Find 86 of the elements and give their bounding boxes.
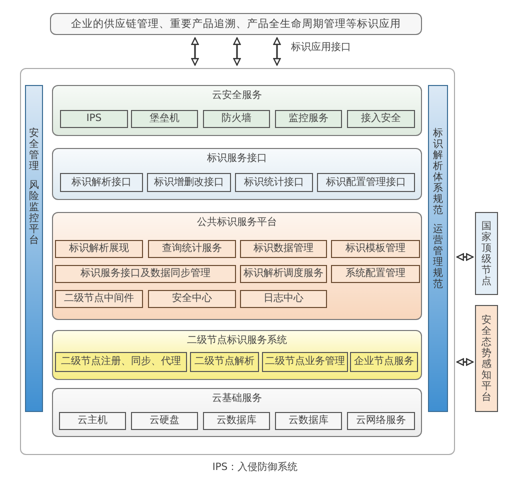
- external-node-box: [475, 305, 498, 412]
- caption: IPS：入侵防御系统: [211, 462, 299, 474]
- box-label: IPS: [86, 113, 102, 125]
- service-box: [275, 110, 342, 128]
- box-label: 标识解析接口: [72, 176, 132, 188]
- service-box: [131, 110, 198, 128]
- service-box: [235, 173, 313, 192]
- vertical-label: 国家顶级节点: [482, 220, 492, 286]
- service-box: [190, 352, 259, 372]
- double-arrow: [233, 37, 241, 66]
- box-label: 标识模板管理: [346, 243, 406, 255]
- layer-panel: [52, 148, 422, 200]
- service-box: [147, 173, 231, 192]
- layer-title: 云基础服务: [212, 393, 262, 405]
- service-box: [55, 290, 143, 308]
- box-label: 二级节点注册、同步、代理: [61, 356, 181, 368]
- application-box: [50, 13, 422, 35]
- double-arrow: [191, 37, 199, 66]
- external-node-box: [475, 212, 498, 295]
- platform-frame: [20, 68, 455, 455]
- layer-title: 云安全服务: [212, 90, 262, 102]
- service-box: [331, 265, 420, 283]
- box-label: 云网络服务: [356, 415, 406, 427]
- service-box: [262, 352, 348, 372]
- service-box: [203, 110, 270, 128]
- vertical-label: 安全态势感知平台: [482, 314, 492, 402]
- double-arrow: [273, 37, 281, 66]
- service-box: [331, 240, 420, 258]
- box-label: 二级节点中间件: [64, 293, 134, 305]
- box-label: 安全中心: [172, 293, 212, 305]
- box-label: 查询统计服务: [162, 243, 222, 255]
- vertical-label: 安全管理: [29, 128, 39, 172]
- service-box: [347, 412, 415, 430]
- box-label: 二级节点解析: [194, 356, 254, 368]
- layer-title: 公共标识服务平台: [197, 217, 277, 229]
- layer-panel: [52, 330, 422, 380]
- box-label: 监控服务: [288, 113, 328, 125]
- double-arrow: [456, 253, 474, 261]
- box-label: 云数据库: [288, 415, 328, 427]
- service-box: [60, 173, 143, 192]
- box-label: 企业节点服务: [354, 356, 414, 368]
- box-label: 二级节点业务管理: [265, 356, 345, 368]
- service-box: [148, 240, 236, 258]
- service-box: [148, 290, 236, 308]
- box-label: 标识增删改接口: [154, 176, 224, 188]
- service-box: [347, 110, 415, 128]
- side-bar: [25, 85, 43, 412]
- box-label: 标识统计接口: [244, 176, 304, 188]
- box-label: 接入安全: [361, 113, 401, 125]
- box-label: 企业的供应链管理、重要产品追溯、产品全生命周期管理等标识应用: [71, 18, 401, 30]
- service-box: [203, 412, 270, 430]
- vertical-label: 运营管理规范: [433, 224, 443, 290]
- service-box: [131, 412, 198, 430]
- box-label: 云硬盘: [150, 415, 180, 427]
- service-box: [55, 240, 143, 258]
- layer-panel: [52, 388, 422, 437]
- layer-panel: [52, 85, 422, 136]
- vertical-label: 风险监控平台: [29, 180, 39, 246]
- vertical-label: 标识解析体系规范: [433, 128, 443, 216]
- edge-label: 标识应用接口: [291, 42, 351, 54]
- service-box: [240, 240, 327, 258]
- box-label: 标识解析调度服务: [244, 268, 324, 280]
- service-box: [275, 412, 342, 430]
- layer-panel: [52, 212, 422, 320]
- box-label: 标识服务接口及数据同步管理: [80, 268, 210, 280]
- box-label: 云主机: [78, 415, 108, 427]
- service-box: [60, 110, 128, 128]
- service-box: [350, 352, 418, 372]
- service-box: [240, 290, 327, 308]
- service-box: [55, 352, 187, 372]
- layer-title: 二级节点标识服务系统: [187, 335, 287, 347]
- service-box: [59, 412, 126, 430]
- service-box: [55, 265, 236, 283]
- box-label: 系统配置管理: [346, 268, 406, 280]
- service-box: [317, 173, 415, 192]
- service-box: [240, 265, 327, 283]
- box-label: 标识解析展现: [69, 243, 129, 255]
- double-arrow: [456, 358, 474, 366]
- box-label: 标识数据管理: [254, 243, 314, 255]
- box-label: 堡垒机: [150, 113, 180, 125]
- box-label: 标识配置管理接口: [326, 176, 406, 188]
- side-bar: [428, 85, 448, 412]
- box-label: 云数据库: [216, 415, 256, 427]
- layer-title: 标识服务接口: [207, 153, 267, 165]
- box-label: 日志中心: [264, 293, 304, 305]
- box-label: 防火墙: [222, 113, 252, 125]
